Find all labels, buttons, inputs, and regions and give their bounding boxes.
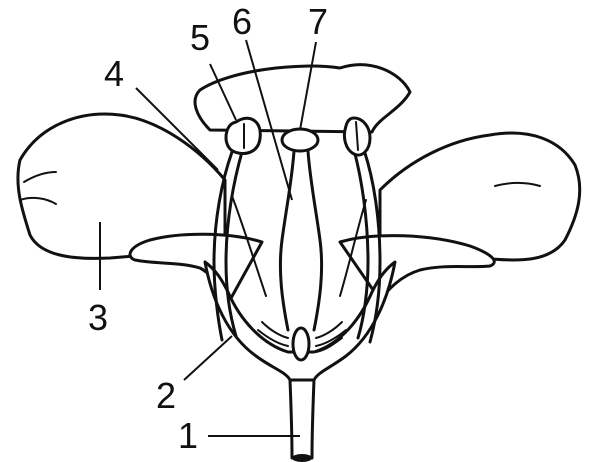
pedicel (290, 380, 314, 458)
ovary (293, 328, 309, 360)
label-6: 6 (232, 1, 252, 42)
label-3: 3 (88, 297, 108, 338)
label-5: 5 (190, 17, 210, 58)
leader-2 (184, 336, 232, 380)
label-7: 7 (308, 1, 328, 42)
back-petal (195, 65, 410, 132)
pedicel-base (292, 454, 312, 462)
label-2: 2 (156, 375, 176, 416)
left-sepal (130, 234, 262, 300)
right-sepal (340, 236, 494, 300)
stigma (282, 129, 318, 151)
label-1: 1 (178, 415, 198, 456)
label-4: 4 (104, 53, 124, 94)
